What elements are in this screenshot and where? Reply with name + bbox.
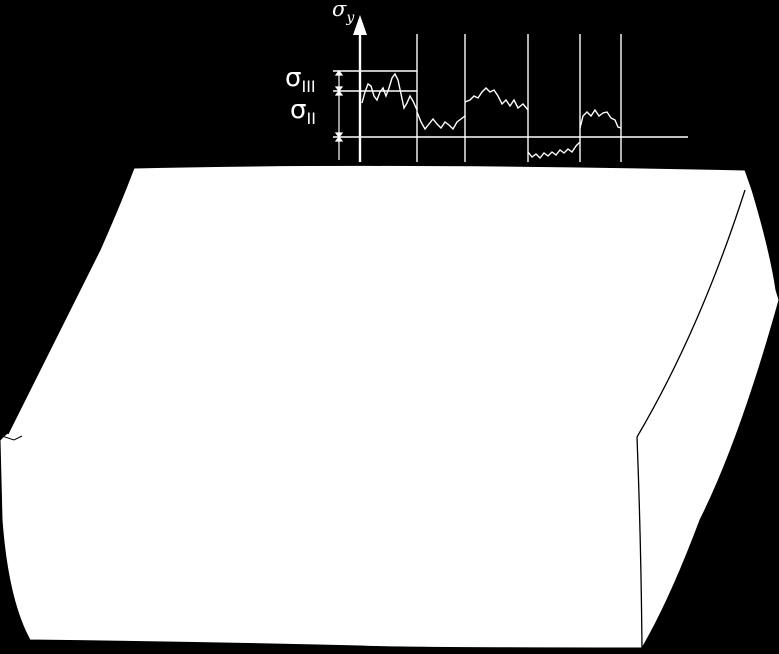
block-left-notch [1,435,23,441]
labels: σy σIII σII [285,0,355,128]
stress-curve-grain-3 [464,87,529,111]
reference-levels [333,70,688,138]
block-top-right-edge [636,189,746,438]
stress-curve-grain-1 [361,72,418,111]
level-label-lower: σII [290,95,316,128]
block-front-right-edge [636,436,643,649]
stress-curve-grain-2 [416,111,466,131]
axis-arrowhead [353,15,367,35]
stress-profile [361,72,622,160]
axis-label: σy [332,0,355,26]
sigma-y-axis [353,15,367,162]
dimension-arrows [334,70,344,160]
grain-boundaries [416,34,622,162]
stress-curve-grain-4 [527,141,581,160]
material-block [0,164,779,649]
block-body [0,164,779,649]
stress-curve-grain-5 [579,108,622,129]
level-label-upper: σIII [285,63,316,96]
